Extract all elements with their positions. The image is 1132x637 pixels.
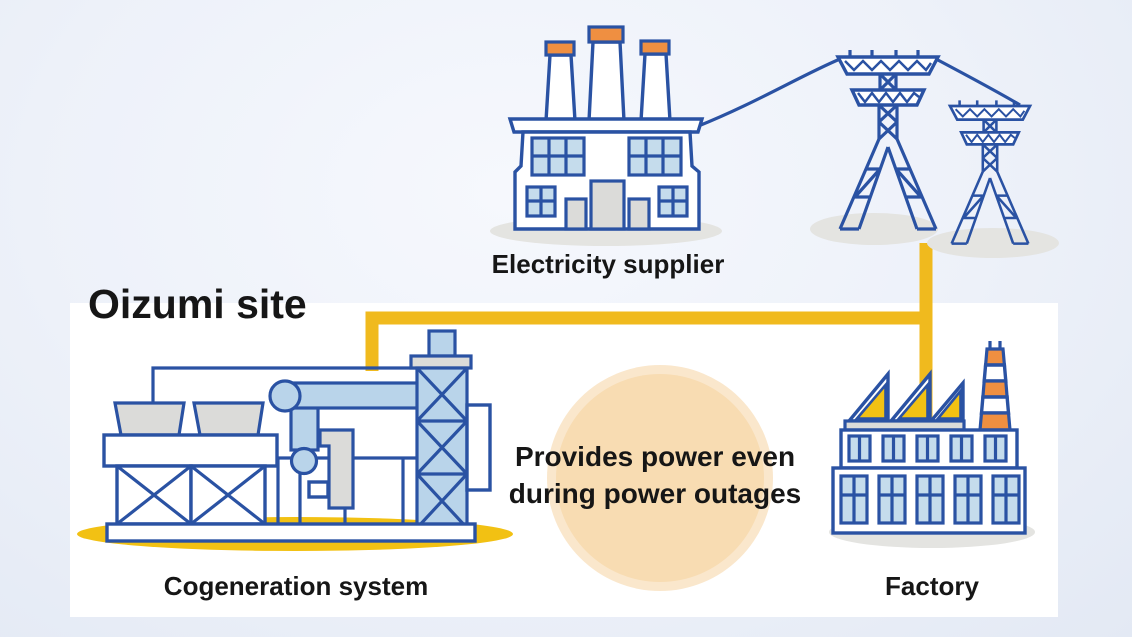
cogeneration-system-label: Cogeneration system	[163, 571, 429, 601]
upper-windows	[847, 434, 1008, 463]
pylon-icon	[948, 99, 1032, 245]
factory-illustration	[829, 341, 1035, 548]
callout-line-2: during power outages	[508, 478, 802, 509]
transmission-towers	[695, 48, 1059, 258]
tower-shadow	[927, 228, 1059, 258]
electricity-supplier-label: Electricity supplier	[491, 249, 725, 279]
windows	[525, 136, 689, 218]
sawtooth-roof	[843, 369, 966, 432]
page-title: Oizumi site	[88, 281, 307, 327]
chimneys	[544, 25, 672, 123]
striped-chimney	[978, 341, 1012, 432]
support-frame	[115, 464, 267, 526]
lower-windows	[839, 474, 1021, 525]
cooling-towers	[113, 401, 265, 437]
electricity-supplier-illustration	[490, 25, 722, 246]
exhaust-tower	[409, 329, 473, 530]
callout-text: Provides power even during power outages	[494, 438, 816, 512]
gray-pipe	[318, 428, 355, 510]
roof	[507, 117, 705, 134]
doors	[564, 179, 651, 231]
pylon-icon	[836, 48, 940, 231]
cogeneration-system-illustration	[77, 329, 513, 551]
highlight-circle	[547, 365, 773, 591]
callout-line-1: Provides power even	[514, 441, 796, 472]
factory-label: Factory	[885, 571, 979, 601]
